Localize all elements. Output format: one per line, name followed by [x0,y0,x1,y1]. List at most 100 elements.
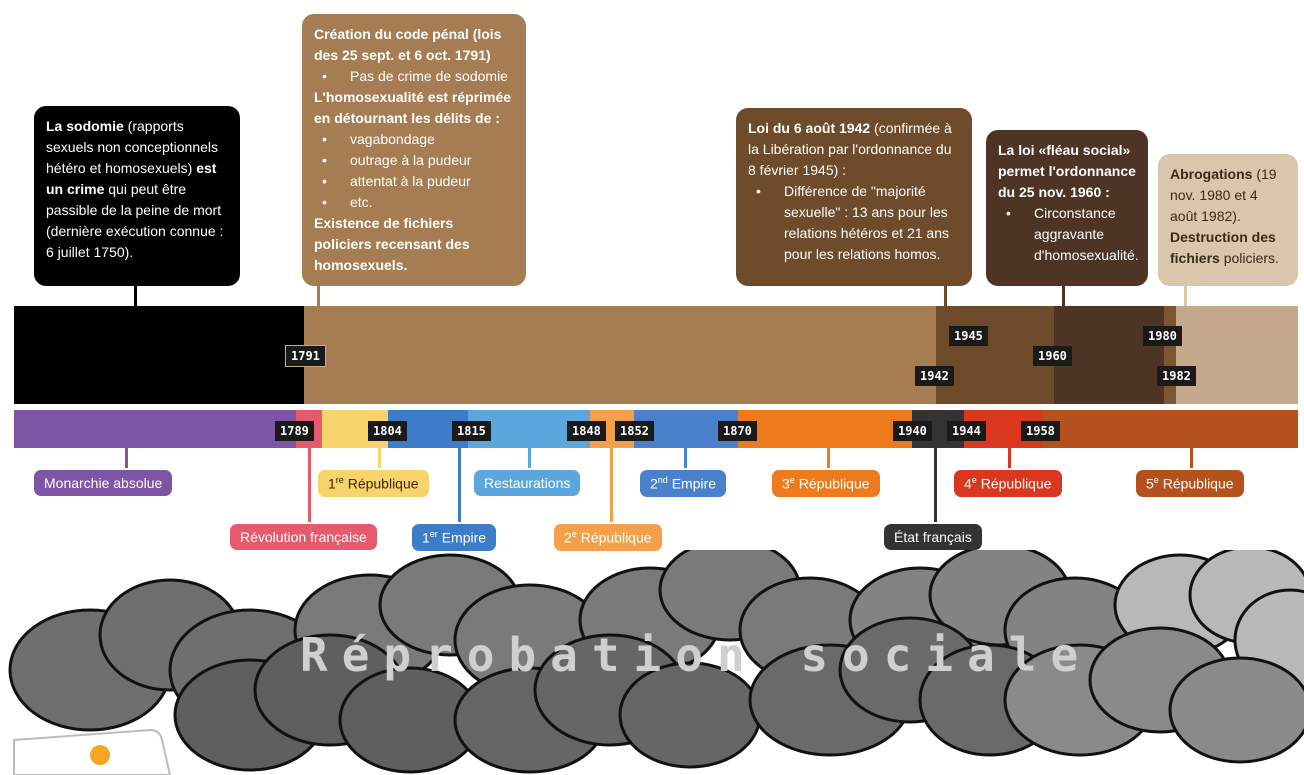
regime-band-monarchie [14,410,296,448]
regime-sup: re [335,475,344,485]
callout-sodomie-text1: (rapports sexuels non conceptionnels hét… [46,118,219,176]
regime-label-1er-empire: 1er Empire [412,524,497,551]
regime-stem [458,448,461,522]
regime-sup: nd [657,475,668,485]
regime-band-r5 [1042,410,1298,448]
callout-sodomie: La sodomie (rapports sexuels non concept… [34,106,240,286]
regime-label-monarchie: Monarchie absolue [34,470,173,496]
callout-sodomie-text2: qui peut être passible de la peine de mo… [46,181,224,260]
callout-code-penal-title: Création du code pénal (lois des 25 sept… [314,26,502,63]
regime-stem [934,448,937,522]
callout-abrogations-text: (19 nov. 1980 et 4 août 1982). [1170,166,1277,224]
legal-band-code-penal [304,306,936,404]
regime-num: 2 [650,475,658,492]
year-label-1870: 1870 [718,421,757,441]
callout-code-penal: Création du code pénal (lois des 25 sept… [302,14,526,286]
callout-fleau-stem [1062,284,1065,306]
regime-label-r2: 2e République [554,524,662,551]
year-label-1852: 1852 [615,421,654,441]
regime-sup: er [429,529,438,539]
regime-num: 5 [1146,475,1154,492]
callout-fleau-item: Circonstance aggravante d'homosexualité. [1006,203,1139,266]
regime-stem [684,448,687,468]
regime-label-r3: 3e République [772,470,880,497]
regime-label-r1: 1re République [318,470,429,497]
year-label-1982: 1982 [1157,366,1196,386]
year-label-1942: 1942 [915,366,954,386]
callout-code-penal-item1: Pas de crime de sodomie [322,66,514,87]
cloud-title: Réprobation sociale [300,628,1093,682]
callout-loi-1942-text: (confirmée à la Libération par l'ordonna… [748,120,952,178]
year-label-1945: 1945 [949,326,988,346]
regime-stem [610,448,613,522]
year-label-1804: 1804 [368,421,407,441]
callout-code-penal-list2: vagabondage outrage à la pudeur attentat… [314,129,514,213]
callout-loi-1942-title: Loi du 6 août 1942 [748,120,871,136]
regime-stem [1190,448,1193,468]
year-label-1980: 1980 [1143,326,1182,346]
regime-stem [827,448,830,468]
callout-loi-1942-stem [944,284,947,306]
year-label-1960: 1960 [1033,346,1072,366]
regime-num: 2 [564,529,572,546]
regime-sup: e [971,475,977,485]
regime-sup: e [1153,475,1159,485]
year-label-1848: 1848 [567,421,606,441]
callout-abrogations-title: Abrogations [1170,166,1253,182]
callout-loi-1942: Loi du 6 août 1942 (confirmée à la Libér… [736,108,972,286]
regime-label-restaurations: Restaurations [474,470,581,496]
callout-abrogations: Abrogations (19 nov. 1980 et 4 août 1982… [1158,154,1298,286]
regime-num: 1 [422,529,430,546]
corner-dot-icon [90,745,110,765]
callout-fleau-list: Circonstance aggravante d'homosexualité. [998,203,1139,266]
legal-band-1980 [1164,306,1176,404]
callout-code-penal-item: etc. [322,192,514,213]
regime-stem [528,448,531,468]
regime-stem [378,448,381,468]
legal-band-crime [14,306,304,404]
callout-sodomie-stem [134,284,137,306]
year-label-1791: 1791 [285,345,326,367]
callout-code-penal-stem [317,284,320,306]
regime-label-etat-francais: État français [884,524,982,550]
callout-code-penal-item: vagabondage [322,129,514,150]
callout-code-penal-item: attentat à la pudeur [322,171,514,192]
callout-abrogations-text2: policiers. [1219,250,1279,266]
regime-rest: République [576,529,652,546]
regime-stem [308,448,311,522]
regime-rest: République [976,475,1052,492]
legal-band-abrogation [1176,306,1298,404]
regime-label-2nd-empire: 2nd Empire [640,470,727,497]
year-label-1944: 1944 [947,421,986,441]
regime-band-r3 [738,410,912,448]
regime-rest: République [1158,475,1234,492]
callout-abrogations-bold2: Destruction des fichiers [1170,229,1276,266]
regime-num: 4 [964,475,972,492]
year-label-1789: 1789 [275,421,314,441]
callout-sodomie-title: La sodomie [46,118,124,134]
regime-rest: République [794,475,870,492]
regime-sup: e [571,529,577,539]
regime-rest: Empire [667,475,717,492]
cloud-illustration [8,550,1304,775]
regime-stem [125,448,128,468]
callout-code-penal-list1: Pas de crime de sodomie [314,66,514,87]
legal-band-1960 [1054,306,1164,404]
callout-loi-1942-list: Différence de "majorité sexuelle" : 13 a… [748,181,960,265]
year-label-1958: 1958 [1021,421,1060,441]
regime-num: 1 [328,475,336,492]
callout-code-penal-subtitle: L'homosexualité est réprimée en détourna… [314,89,512,126]
callout-code-penal-item: outrage à la pudeur [322,150,514,171]
callout-fleau-title: La loi «fléau social» permet l'ordonnanc… [998,142,1136,200]
regime-label-revolution: Révolution française [230,524,377,550]
callout-loi-1942-item: Différence de "majorité sexuelle" : 13 a… [756,181,960,265]
regime-sup: e [789,475,795,485]
regime-label-r5: 5e République [1136,470,1244,497]
regime-stem [1008,448,1011,468]
callout-sodomie-bold2: est un crime [46,160,217,197]
callout-abrogations-stem [1184,284,1187,306]
regime-rest: République [343,475,419,492]
regime-num: 3 [782,475,790,492]
callout-code-penal-footer: Existence de fichiers policiers recensan… [314,215,470,273]
callout-fleau-social: La loi «fléau social» permet l'ordonnanc… [986,130,1148,286]
